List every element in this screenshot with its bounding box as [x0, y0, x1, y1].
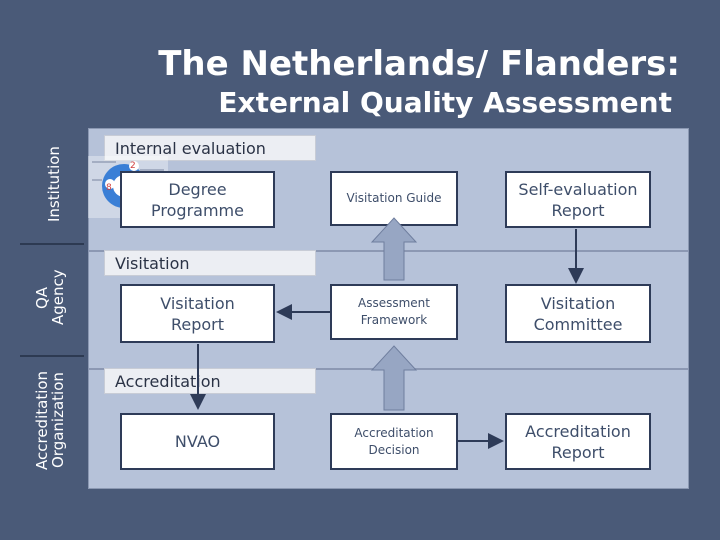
visitation-report-label: Visitation Report — [160, 293, 235, 334]
accreditation-decision-label: Accreditation Decision — [354, 425, 434, 457]
accreditation-decision-box: Accreditation Decision — [330, 413, 458, 470]
page-subtitle: External Quality Assessment — [218, 86, 672, 119]
assessment-framework-label: Assessment Framework — [358, 296, 430, 327]
degree-programme-label: Degree Programme — [151, 179, 244, 220]
visitation-report-box: Visitation Report — [120, 284, 275, 343]
self-evaluation-report-box: Self-evaluation Report — [505, 171, 651, 228]
row-separator — [20, 243, 84, 245]
section-accreditation: Accreditation — [104, 368, 316, 394]
cycle-number: 2 — [130, 161, 136, 171]
assessment-framework-box: Assessment Framework — [330, 284, 458, 340]
section-visitation: Visitation — [104, 250, 316, 276]
cycle-number: 8 — [106, 183, 112, 193]
page-title: The Netherlands/ Flanders: — [158, 44, 680, 84]
section-internal-evaluation: Internal evaluation — [104, 135, 316, 161]
accreditation-report-box: Accreditation Report — [505, 413, 651, 470]
self-evaluation-report-label: Self-evaluation Report — [518, 179, 638, 220]
degree-programme-box: Degree Programme — [120, 171, 275, 228]
nvao-label: NVAO — [174, 432, 221, 451]
row-separator — [20, 355, 84, 357]
visitation-guide-label: Visitation Guide — [346, 191, 442, 205]
nvao-box: NVAO — [120, 413, 275, 470]
visitation-committee-label: Visitation Committee — [533, 293, 623, 334]
up-arrow-framework-to-guide — [370, 217, 418, 281]
up-arrow-decision-to-framework — [370, 345, 418, 411]
accreditation-report-label: Accreditation Report — [525, 421, 631, 462]
visitation-committee-box: Visitation Committee — [505, 284, 651, 343]
